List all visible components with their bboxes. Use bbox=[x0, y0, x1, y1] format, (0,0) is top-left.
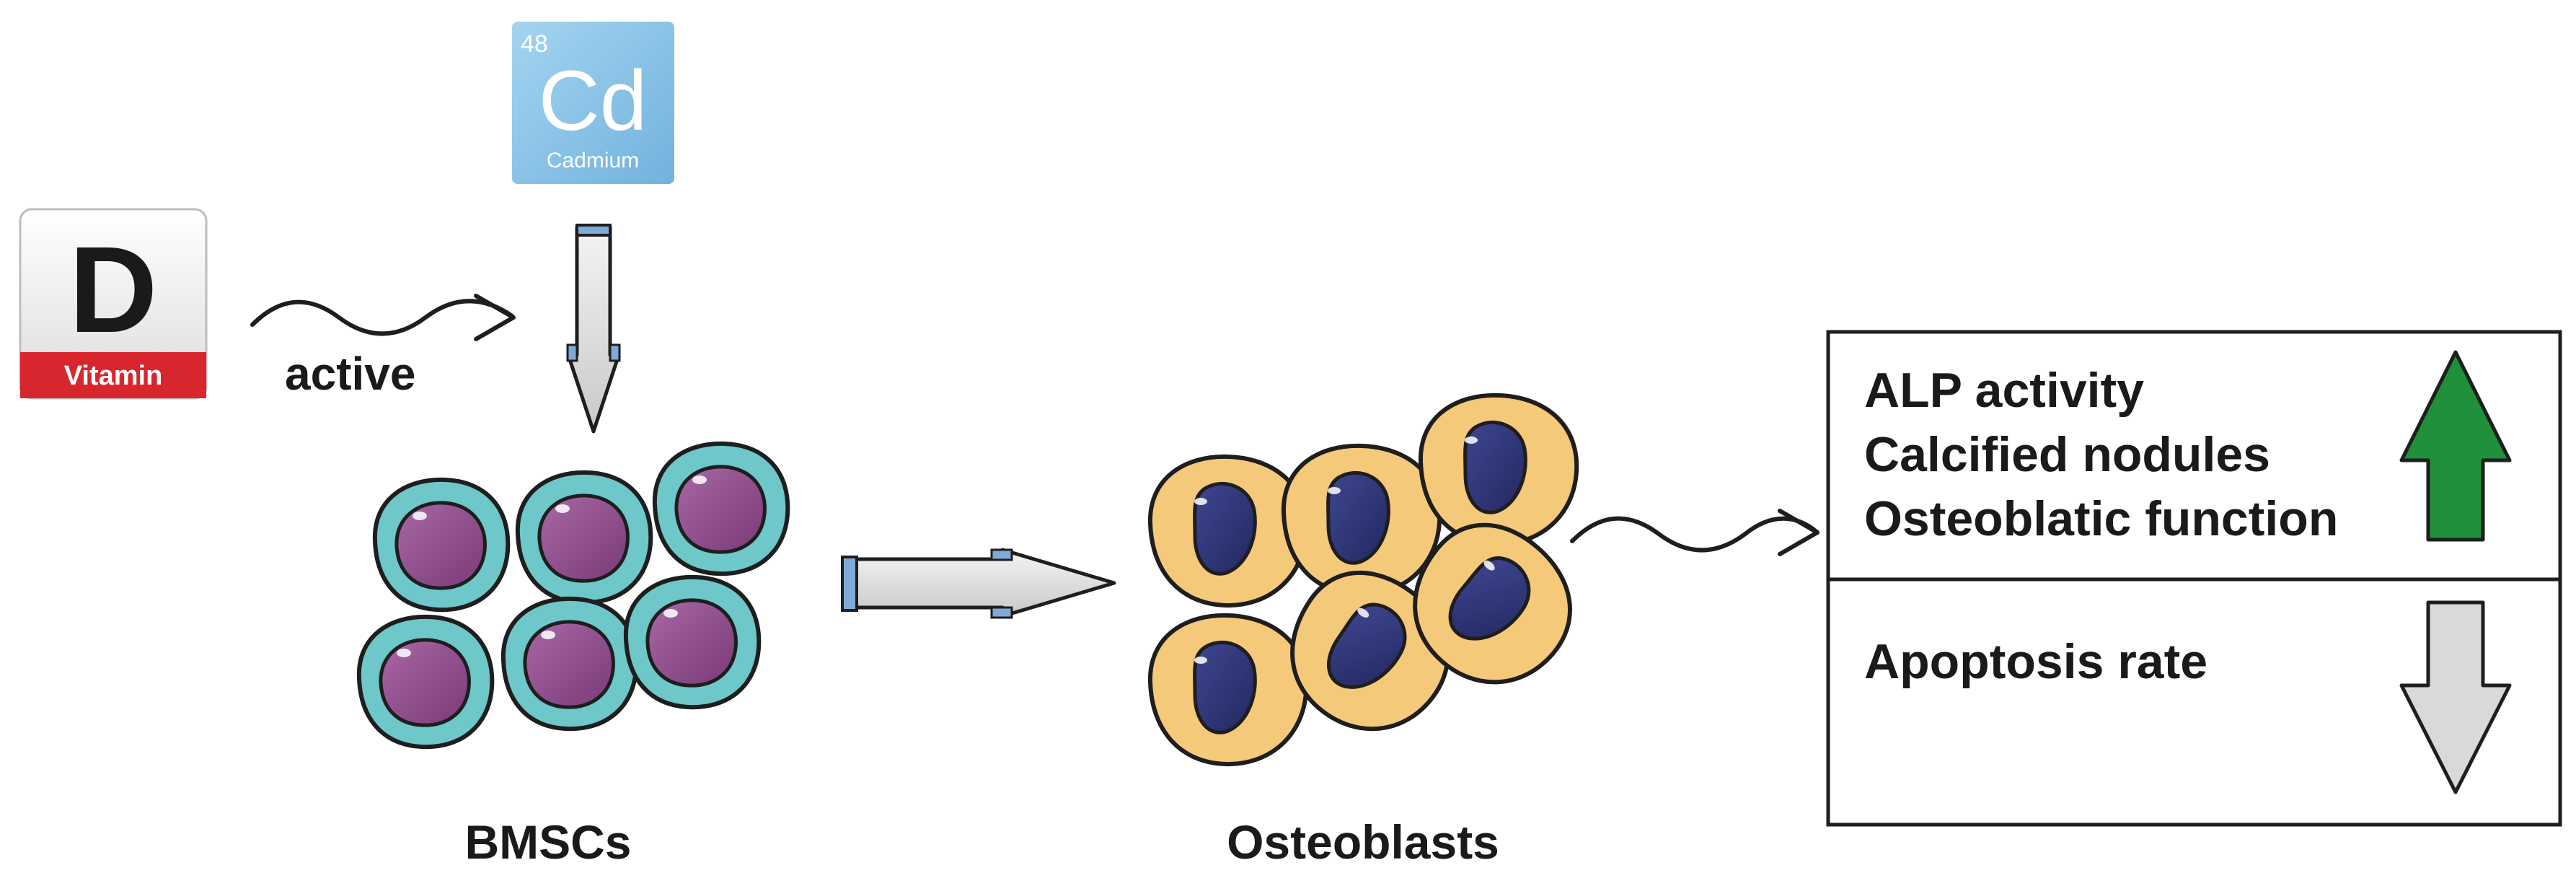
effects-box: ALP activity Calcified nodules Osteoblat… bbox=[1826, 330, 2562, 827]
osteoblast-cluster bbox=[1150, 395, 1599, 764]
effect-increase-3: Osteoblatic function bbox=[1864, 491, 2338, 546]
vitamin-letter: D bbox=[69, 222, 158, 359]
osteoblast-cell bbox=[1150, 615, 1306, 764]
cadmium-icon: 48 Cd Cadmium bbox=[512, 22, 674, 184]
bmsc-cell bbox=[626, 577, 759, 707]
vitamin-wavy-arrow bbox=[250, 299, 514, 336]
bmsc-label: BMSCs bbox=[464, 815, 631, 869]
effect-increase-2: Calcified nodules bbox=[1864, 427, 2270, 482]
increase-arrow-icon bbox=[2399, 350, 2512, 542]
cadmium-name: Cadmium bbox=[547, 149, 639, 172]
osteoblast-cell bbox=[1421, 395, 1576, 544]
cadmium-down-arrow bbox=[566, 224, 621, 434]
cadmium-symbol: Cd bbox=[539, 53, 648, 149]
bmsc-cluster bbox=[359, 444, 788, 747]
differentiation-arrow bbox=[841, 548, 1116, 619]
bmsc-cell bbox=[359, 617, 492, 747]
vitamin-arrow-label: active bbox=[285, 348, 415, 400]
bmsc-cell bbox=[518, 473, 650, 602]
effects-wavy-arrow bbox=[1570, 516, 1819, 553]
decrease-arrow-icon bbox=[2399, 600, 2512, 794]
bmsc-cell bbox=[655, 444, 788, 574]
vitamin-d-icon: D Vitamin bbox=[19, 208, 208, 400]
effect-decrease-1: Apoptosis rate bbox=[1864, 634, 2207, 689]
osteoblast-label: Osteoblasts bbox=[1227, 815, 1499, 869]
bmsc-cell bbox=[375, 480, 508, 610]
cadmium-atomic-number: 48 bbox=[521, 30, 548, 58]
bmsc-cell bbox=[503, 599, 636, 729]
effect-increase-1: ALP activity bbox=[1864, 363, 2144, 418]
vitamin-label: Vitamin bbox=[64, 361, 163, 391]
osteoblast-cell bbox=[1150, 457, 1306, 605]
